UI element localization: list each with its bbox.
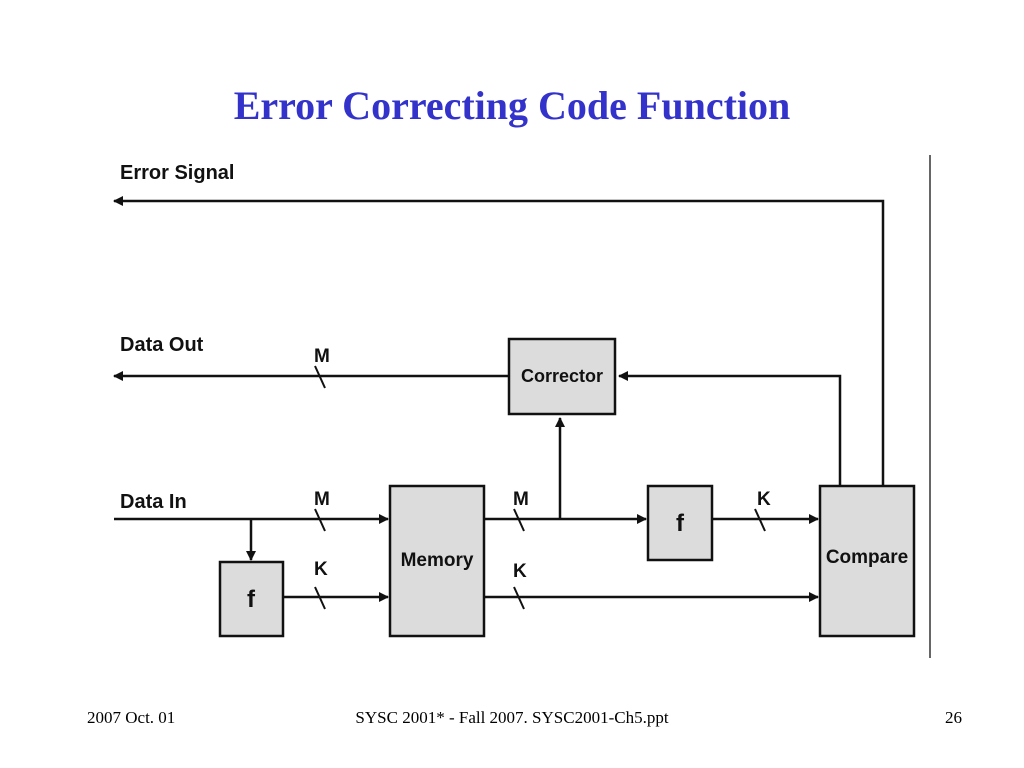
compare-label: Compare: [826, 547, 908, 568]
compare-to-corrector-line: [618, 371, 842, 487]
footer-page-number: 26: [945, 708, 962, 727]
memory-out-k-bus-slash: [513, 586, 525, 610]
f-output-label: f: [676, 510, 685, 537]
f-input-label: f: [247, 586, 256, 613]
f-input-block: [218, 560, 285, 638]
slide-title: Error Correcting Code Function: [233, 83, 791, 128]
memory-label: Memory: [401, 550, 474, 571]
footer-date: 2007 Oct. 01: [87, 708, 176, 727]
f-output-bus-width: K: [757, 489, 771, 510]
f-output-bus-slash: [754, 508, 766, 532]
memory-block: [388, 484, 486, 638]
data-in-bus-slash: [314, 508, 326, 532]
f-input-bus-slash: [314, 586, 326, 610]
data-out-bus-width: M: [314, 346, 330, 367]
error-signal-label: Error Signal: [120, 162, 234, 184]
f-output-block: [646, 484, 714, 562]
compare-block: [818, 484, 916, 638]
data-in-label: Data In: [120, 491, 187, 513]
memory-out-k-bus-width: K: [513, 561, 527, 582]
memory-out-m-bus-width: M: [513, 489, 529, 510]
data-out-label: Data Out: [120, 334, 204, 356]
memory-out-m-bus-slash: [513, 508, 525, 532]
footer-course: SYSC 2001* - Fall 2007. SYSC2001-Ch5.ppt: [355, 708, 669, 727]
f-input-bus-width: K: [314, 559, 328, 580]
data-in-bus-width: M: [314, 489, 330, 510]
data-out-bus-slash: [314, 365, 326, 389]
corrector-block: [507, 337, 617, 416]
corrector-label: Corrector: [521, 366, 603, 386]
error-signal-line: [113, 196, 885, 487]
